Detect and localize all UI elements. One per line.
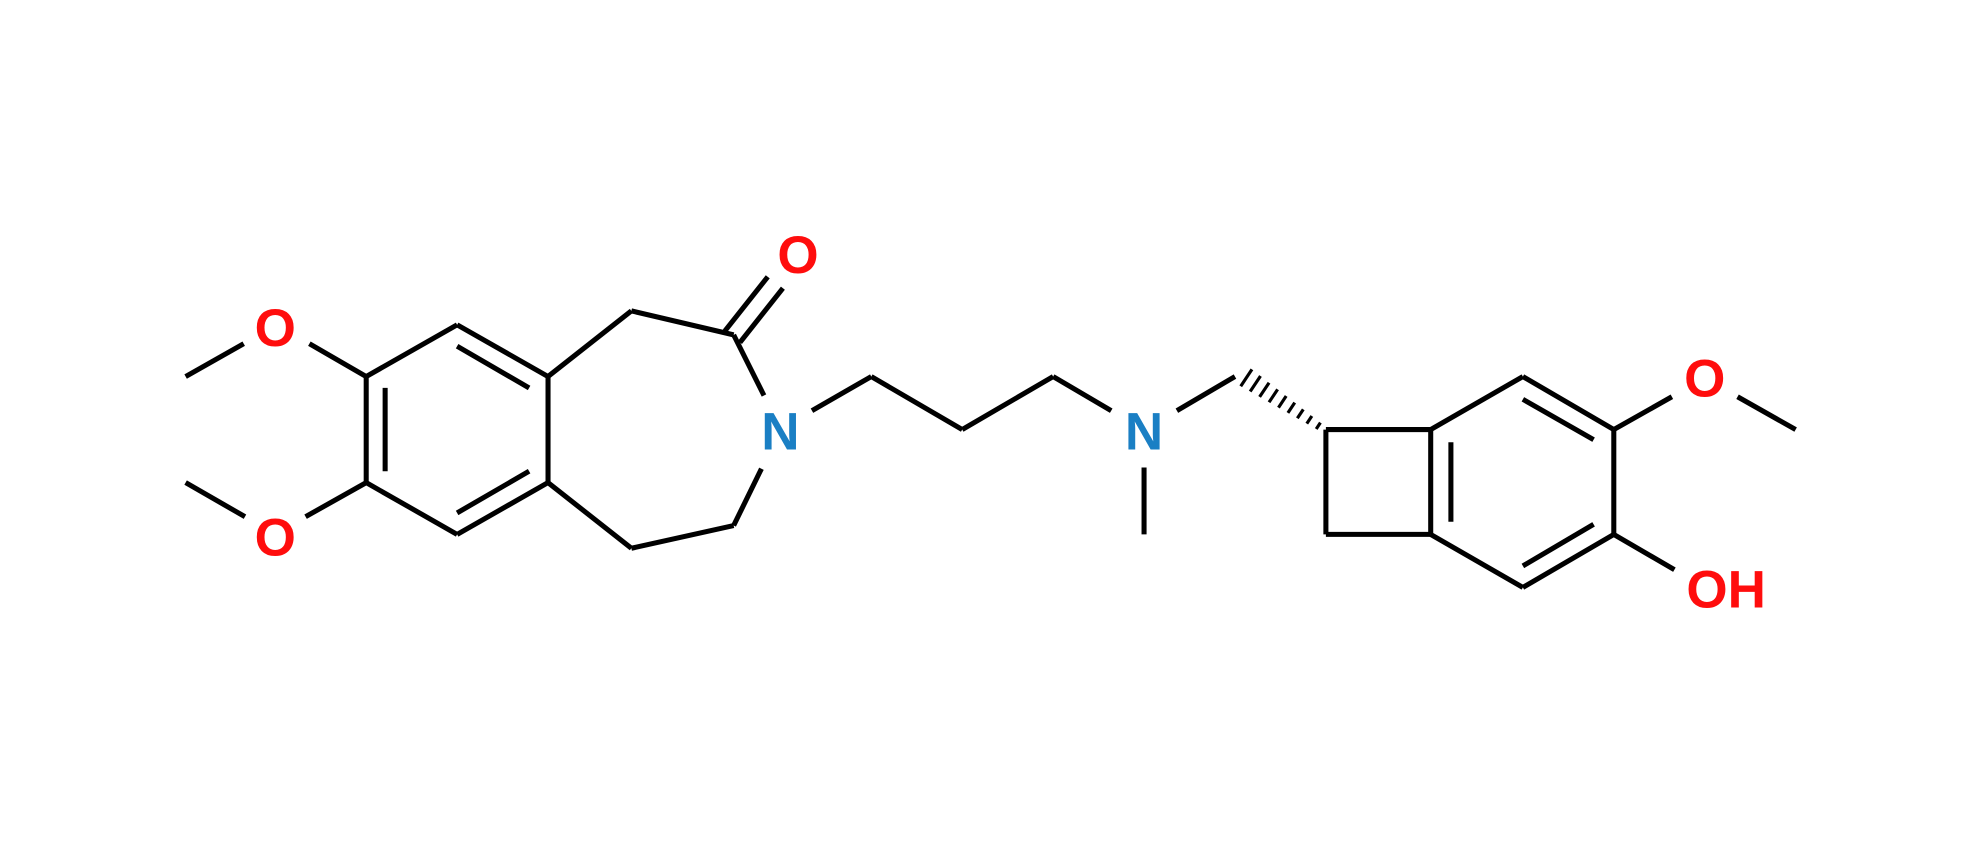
bond: [810, 374, 873, 413]
hashed-wedge-bond: [1239, 368, 1322, 430]
bond: [455, 344, 531, 391]
bond: [630, 523, 735, 551]
atom-o-carbonyl: O: [777, 226, 818, 285]
bond: [960, 374, 1055, 432]
bond: [1521, 397, 1595, 442]
hash-segment: [1258, 381, 1271, 398]
hash-segment: [1296, 408, 1305, 420]
bond: [737, 286, 785, 345]
bond: [546, 480, 633, 551]
atom-n-amine: N: [1125, 403, 1163, 462]
bond: [1521, 532, 1616, 590]
bond: [1736, 394, 1797, 432]
atom-o-methoxy-right: O: [1684, 350, 1725, 409]
bond: [1521, 522, 1595, 569]
atom-o-methoxy-bottom-left: O: [255, 509, 296, 568]
bond: [1051, 374, 1113, 413]
bond: [364, 322, 459, 379]
atom-n-lactam: N: [761, 403, 799, 462]
bond: [455, 480, 550, 537]
bond: [722, 275, 770, 333]
atom-oh: OH: [1686, 560, 1766, 619]
bond: [1429, 374, 1525, 432]
bond: [184, 341, 245, 379]
bond: [308, 341, 368, 379]
hash-segment: [1305, 415, 1314, 425]
bond: [455, 322, 550, 379]
bond: [731, 467, 764, 527]
bond: [731, 333, 767, 397]
hash-segment: [1314, 421, 1322, 430]
bond: [546, 308, 633, 379]
bond: [364, 480, 459, 537]
bond: [1175, 374, 1237, 413]
hash-segment: [1286, 401, 1297, 414]
bonds: [184, 275, 1797, 590]
hash-segment: [1248, 375, 1262, 393]
bond: [1612, 394, 1674, 432]
bond: [304, 480, 368, 519]
bond: [1612, 532, 1676, 572]
atom-o-methoxy-top-left: O: [255, 299, 296, 358]
bond: [630, 308, 735, 338]
bond: [184, 480, 247, 519]
hash-segment: [1267, 388, 1279, 404]
hash-segment: [1277, 395, 1288, 409]
hash-segment: [1239, 368, 1254, 388]
bond: [1429, 532, 1525, 590]
bond: [870, 374, 964, 432]
bond: [455, 469, 531, 516]
bond: [1521, 374, 1616, 432]
